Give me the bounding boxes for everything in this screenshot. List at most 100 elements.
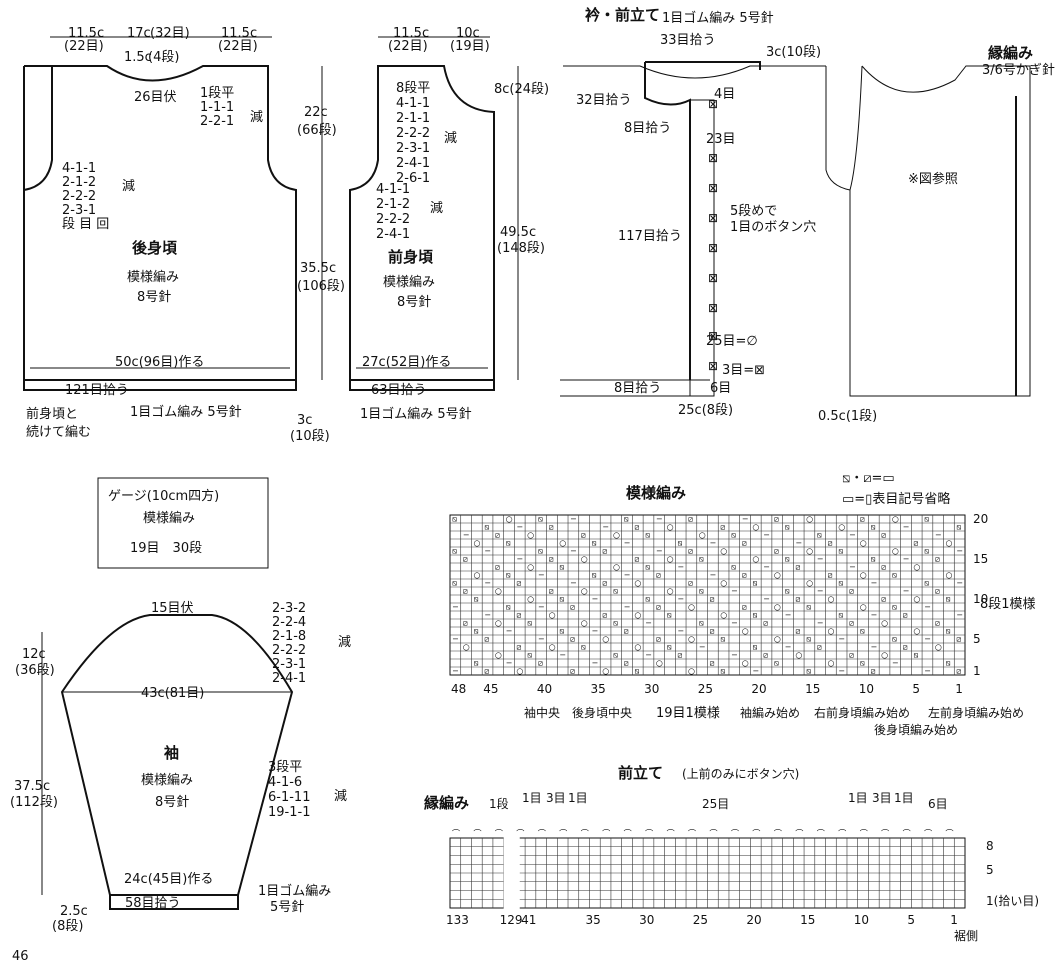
chart-symbol: − [484,611,491,620]
chart-symbol: ⧄ [849,651,854,660]
gauge-l3: 19目 30段 [130,541,202,556]
sleeve-cap-5: 2-4-1 [272,671,306,686]
chart-symbol: − [924,635,931,644]
chart-symbol: ⧄ [516,611,521,620]
chart-symbol: − [817,619,824,628]
chart-symbol: − [817,555,824,564]
chart-title: 模様編み [626,484,686,502]
collar-bh2: 1目のボタン穴 [730,220,816,235]
band-edge-symbol: ⌒ [731,829,739,838]
band-top-mid: 25目 [702,797,729,811]
band-edge-symbol: ⌒ [795,829,803,838]
band-hem: 裾側 [954,928,978,943]
band-edge-symbol: ⌒ [581,829,589,838]
chart-symbol: ⧄ [720,523,725,532]
chart-symbol: − [935,531,942,540]
chart-symbol: ⧅ [719,667,725,676]
chart-symbol: ⧅ [451,547,457,556]
sleeve-width: 43c(81目) [141,686,204,701]
back-neck-dec-label: 減 [250,109,263,125]
chart-x-tick: 30 [644,682,659,696]
chart-symbol: ⧄ [656,571,661,580]
back-height-bot: 35.5c [300,261,336,276]
chart-symbol: ⧅ [558,595,564,604]
back-pattern: 模様編み [127,269,179,285]
back-bind: 26目伏 [134,90,177,105]
chart-symbol: ○ [527,531,534,540]
chart-symbol: − [624,571,631,580]
collar-n4: 4目 [714,87,735,102]
chart-symbol: ⧄ [549,523,554,532]
chart-symbol: − [795,539,802,548]
collar-sub: 1目ゴム編み 5号針 [662,10,774,26]
chart-symbol: − [742,515,749,524]
chart-symbol: − [452,635,459,644]
back-note-1: 前身頃と [26,406,78,422]
chart-symbol: ○ [892,547,899,556]
band-edge-symbol: ⌒ [817,829,825,838]
sleeve-side-3: 19-1-1 [268,805,310,820]
chart-symbol: ○ [881,619,888,628]
band-top-l2: 1目 [568,791,588,805]
band-edge-symbol: ⌒ [924,829,932,838]
buttonhole-marker: ⊠ [708,241,718,255]
chart-symbol: − [870,643,877,652]
chart-symbol: − [677,563,684,572]
chart-symbol: ⧄ [903,611,908,620]
chart-symbol: ⧅ [505,539,511,548]
chart-symbol: ⧅ [698,587,704,596]
chart-symbol: − [624,603,631,612]
buttonhole-marker: ⊠ [708,181,718,195]
sleeve-cap-2: 2-1-8 [272,629,306,644]
back-rib: 1目ゴム編み 5号針 [130,404,242,420]
front-arm-dec-1: 2-1-2 [376,197,410,212]
chart-symbol: − [624,539,631,548]
chart-symbol: ⧄ [624,627,629,636]
band-x-tick: 129 [500,913,523,927]
band-y-1: 5 [986,863,994,877]
chart-symbol: − [452,603,459,612]
chart-symbol: ⧅ [923,547,929,556]
chart-symbol: ⧄ [881,563,886,572]
chart-symbol: ⧅ [537,547,543,556]
chart-symbol: − [785,643,792,652]
sleeve-body-h: 37.5c [14,779,50,794]
front-top-left-st: (22目) [388,39,428,54]
back-neck-depth: 1.5c [124,50,152,65]
band-x-tick: 15 [800,913,815,927]
chart-symbol: ⧄ [817,643,822,652]
chart-symbol: ○ [559,539,566,548]
edge-w: 0.5c(1段) [818,409,877,424]
back-top-mid: 17c [127,26,151,41]
chart-symbol: ⧄ [795,595,800,604]
chart-symbol: ⧅ [784,523,790,532]
chart-x-tick: 45 [483,682,498,696]
edge-hook: 3/6号かぎ針 [982,63,1055,78]
chart-symbol: ⧅ [816,531,822,540]
chart-symbol: ⧅ [644,531,650,540]
back-top-left-st: (22目) [64,39,104,54]
chart-symbol: ⧄ [956,635,961,644]
chart-symbol: ⧅ [751,579,757,588]
back-piece: 11.5c (22目) 17c (32目) 11.5c (22目) 1.5c (… [23,26,345,444]
back-height-top: 22c [304,105,328,120]
chart-symbol: ⧄ [742,571,747,580]
back-top-left: 11.5c [68,26,104,41]
collar-pick8: 8目拾う [624,121,671,136]
chart-symbol: ○ [506,515,513,524]
chart-symbol: ○ [634,643,641,652]
chart-symbol: ○ [946,571,953,580]
band-x-tick: 10 [854,913,869,927]
back-top-right-st: (22目) [218,39,258,54]
chart-symbol: ○ [720,611,727,620]
sleeve-pick: 58目拾う [125,896,181,911]
chart-symbol: ○ [892,515,899,524]
chart-x-tick: 20 [751,682,766,696]
chart-symbol: ⧅ [784,555,790,564]
chart-symbol: − [699,643,706,652]
chart-label-1: 後身頃中央 [572,705,632,720]
buttonhole-marker: ⊠ [708,97,718,111]
chart-symbol: ○ [516,667,523,676]
chart-symbol: ⧅ [859,659,865,668]
